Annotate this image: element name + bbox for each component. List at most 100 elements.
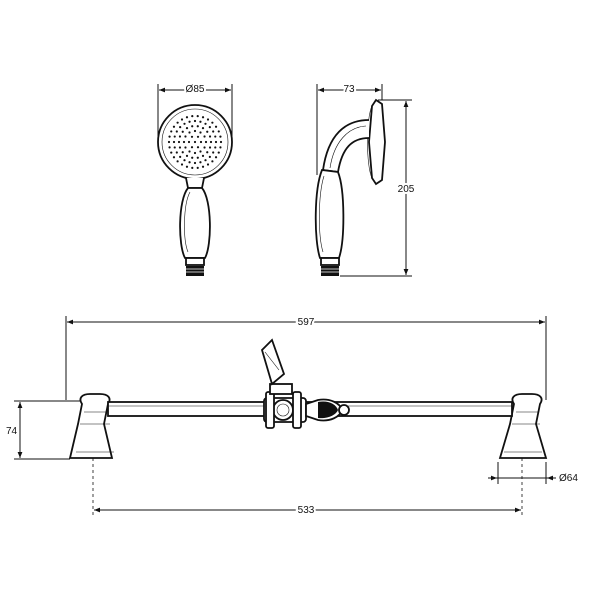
base-diameter-label: Ø64 [559, 473, 578, 484]
hand-shower-side-view [314, 98, 386, 276]
spray-hole [187, 140, 191, 144]
spray-hole [203, 146, 206, 149]
spray-hole [191, 125, 194, 128]
dimension-side-height: 205 [340, 99, 417, 277]
spray-hole [219, 146, 222, 149]
spray-hole [190, 135, 194, 138]
spray-hole [184, 146, 187, 149]
spray-hole [188, 150, 191, 153]
spray-hole [183, 159, 186, 162]
spray-hole [219, 135, 222, 138]
spray-hole [196, 146, 200, 149]
spray-hole [217, 130, 220, 133]
spray-hole [180, 163, 184, 166]
spray-hole [172, 140, 176, 144]
spray-hole [199, 140, 203, 144]
spray-hole [193, 119, 197, 123]
bar-height-label: 74 [6, 426, 18, 437]
spray-hole [170, 151, 173, 154]
side-depth-label: 73 [343, 84, 355, 95]
spray-hole [211, 121, 214, 124]
spray-hole [185, 165, 189, 168]
spray-hole [211, 160, 214, 163]
spray-holes [167, 115, 223, 169]
spray-hole [206, 163, 210, 166]
spray-hole [185, 116, 189, 119]
head-diameter-label: Ø85 [186, 84, 205, 95]
spray-hole [201, 154, 205, 157]
spray-hole [219, 140, 223, 144]
spray-hole [191, 156, 194, 159]
spray-hole [214, 146, 217, 149]
spray-hole [188, 120, 191, 123]
spray-hole [201, 116, 205, 119]
dimension-overall-length: 597 [65, 315, 547, 400]
spray-hole [196, 115, 199, 118]
centre-distance-label: 533 [298, 505, 315, 516]
spray-hole [181, 130, 184, 133]
spray-hole [212, 151, 215, 154]
spray-hole [196, 125, 199, 128]
spray-hole [196, 156, 199, 159]
spray-hole [191, 115, 194, 118]
spray-hole [217, 151, 220, 154]
spray-hole [208, 135, 212, 138]
spray-hole [209, 140, 213, 144]
spray-hole [214, 156, 218, 159]
spray-hole [188, 131, 191, 134]
spray-hole [214, 140, 218, 144]
spray-hole [185, 127, 189, 130]
spray-hole [176, 121, 179, 124]
spray-hole [179, 155, 182, 158]
hand-shower-front-view [157, 104, 233, 276]
spray-hole [188, 161, 191, 164]
spray-hole [185, 154, 189, 157]
spray-hole [193, 140, 197, 144]
spray-hole [193, 129, 197, 133]
spray-hole [176, 160, 179, 163]
spray-hole [206, 151, 209, 154]
spray-hole [203, 135, 206, 138]
spray-hole [212, 130, 215, 133]
spray-hole [168, 146, 171, 149]
spray-hole [196, 166, 199, 169]
spray-hole [181, 151, 184, 154]
spray-hole [204, 122, 207, 125]
spray-hole [199, 120, 202, 123]
dimension-bar-height: 74 [4, 400, 80, 460]
spray-hole [172, 156, 176, 159]
spray-hole [199, 150, 202, 153]
spray-hole [199, 161, 202, 164]
dimension-side-depth: 73 [316, 82, 383, 175]
spray-hole [208, 126, 211, 129]
spray-hole [201, 165, 205, 168]
spray-hole [196, 135, 200, 138]
spray-hole [178, 135, 182, 138]
spray-hole [193, 151, 197, 155]
spray-hole [173, 146, 176, 149]
spray-hole [208, 146, 212, 149]
spray-hole [208, 155, 211, 158]
spray-hole [178, 146, 182, 149]
spray-hole [179, 126, 182, 129]
spray-hole [190, 146, 194, 149]
dimension-base-diameter: Ø64 [488, 462, 578, 484]
spray-hole [182, 140, 186, 144]
spray-hole [170, 130, 173, 133]
spray-hole [168, 135, 171, 138]
spray-hole [183, 122, 186, 125]
spray-hole [214, 135, 217, 138]
spray-hole [173, 135, 176, 138]
spray-hole [199, 131, 202, 134]
overall-length-label: 597 [298, 317, 315, 328]
spray-hole [180, 118, 184, 121]
spray-hole [204, 159, 207, 162]
spray-hole [184, 135, 187, 138]
slide-bar [68, 338, 548, 459]
dimension-head-diameter: Ø85 [157, 82, 233, 142]
spray-hole [193, 161, 197, 165]
spray-hole [177, 140, 181, 144]
dimension-centre-distance: 533 [92, 458, 523, 518]
spray-hole [206, 118, 210, 121]
